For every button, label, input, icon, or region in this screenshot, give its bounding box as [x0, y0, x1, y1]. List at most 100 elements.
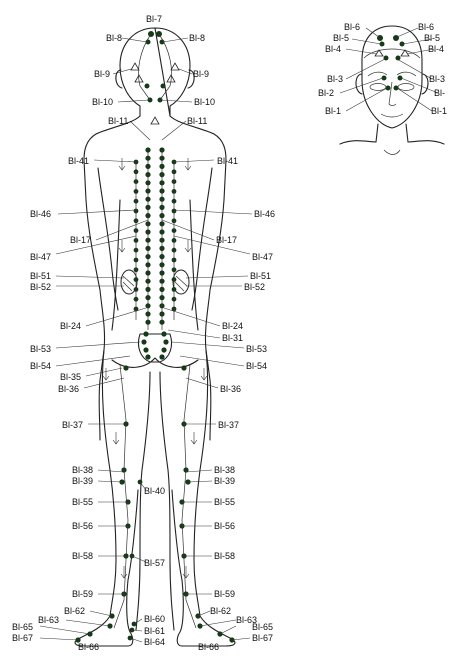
label-bl52-right: Bl-52	[244, 282, 265, 292]
sacral-point	[143, 347, 148, 352]
label-bl51-right: Bl-51	[250, 271, 271, 281]
sacral-point	[163, 339, 168, 344]
neck-marker	[151, 117, 159, 124]
face-label-bl3-left: Bl-3	[327, 74, 343, 84]
bl9-left-point	[145, 84, 150, 89]
label-bl53-right: Bl-53	[246, 344, 267, 354]
left-ear	[356, 74, 362, 94]
face-label-bl6-right: Bl-6	[418, 22, 434, 32]
face-label-bl3-right: Bl-3	[429, 74, 445, 84]
label-bl11-left: Bl-11	[108, 116, 128, 126]
left-eye	[370, 84, 386, 91]
label-bl24-right: Bl-24	[222, 321, 243, 331]
label-bl67-right: Bl-67	[252, 633, 273, 643]
bl3-left-point	[384, 56, 389, 61]
left-leg-point	[123, 365, 128, 370]
label-bl46-left: Bl-46	[30, 209, 51, 219]
face-figure: Bl-6 Bl-6 Bl-5 Bl-5 Bl-4 Bl-4 Bl-3 Bl-3 …	[318, 22, 447, 155]
bl1-left-point	[386, 86, 391, 91]
right-arm-inner	[192, 168, 212, 310]
label-bl8-left: Bl-8	[106, 33, 122, 43]
left-arm-inner	[98, 168, 118, 310]
label-bl62-left: Bl-62	[64, 606, 85, 616]
label-bl59-right: Bl-59	[214, 589, 235, 599]
face-label-bl4-right: Bl-4	[428, 44, 444, 54]
label-bl57: Bl-57	[144, 558, 165, 568]
sacral-point	[159, 354, 164, 359]
label-bl46-right: Bl-46	[254, 209, 275, 219]
label-bl10-left: Bl-10	[92, 97, 113, 107]
face-label-bl1-left: Bl-1	[325, 106, 341, 116]
label-bl37-left: Bl-37	[62, 420, 83, 430]
label-bl63-left: Bl-63	[38, 615, 59, 625]
label-bl35-left: Bl-35	[60, 372, 81, 382]
waist-left	[112, 200, 120, 330]
label-bl56-left: Bl-56	[72, 521, 93, 531]
label-bl11-right: Bl-11	[187, 116, 207, 126]
label-bl41-right: Bl-41	[217, 156, 238, 166]
label-bl39-right: Bl-39	[214, 476, 235, 486]
label-bl17-right: Bl-17	[216, 235, 237, 245]
label-bl47-right: Bl-47	[252, 252, 273, 262]
label-bl9-left: Bl-9	[94, 69, 110, 79]
mouth	[381, 114, 403, 117]
face-label-bl2-right: Bl-	[434, 88, 445, 98]
label-bl60: Bl-60	[144, 614, 165, 624]
label-bl53-left: Bl-53	[30, 344, 51, 354]
label-bl66-left: Bl-66	[78, 642, 99, 651]
face-label-bl5-left: Bl-5	[333, 33, 349, 43]
bl9-right-point	[161, 84, 166, 89]
right-eyebrow	[397, 72, 416, 76]
face-label-bl4-left: Bl-4	[325, 44, 341, 54]
label-bl56-right: Bl-56	[214, 521, 235, 531]
right-eye	[398, 84, 414, 91]
label-bl65-left: Bl-65	[12, 622, 33, 632]
label-bl9-right: Bl-9	[193, 69, 209, 79]
label-bl51-left: Bl-51	[30, 271, 51, 281]
label-bl10-right: Bl-10	[194, 97, 215, 107]
sacral-point	[145, 354, 150, 359]
body-labels: Bl-7 Bl-8 Bl-8 Bl-9 Bl-9 Bl-10 Bl-10 Bl-…	[12, 14, 275, 651]
collar	[384, 150, 400, 155]
spine-points	[134, 147, 177, 359]
label-bl38-right: Bl-38	[214, 465, 235, 475]
head-marker-2	[171, 63, 179, 70]
right-ear	[422, 74, 428, 94]
neck	[376, 124, 408, 142]
label-bl52-left: Bl-52	[30, 282, 51, 292]
leg-meridian-lines	[114, 365, 196, 628]
label-bl39-left: Bl-39	[72, 476, 93, 486]
sacral-point	[161, 347, 166, 352]
left-eyebrow	[368, 72, 387, 76]
label-bl66-right: Bl-66	[198, 642, 219, 651]
right-leg-inner	[160, 372, 174, 630]
sacral-point	[143, 331, 148, 336]
back-meridian-lines	[136, 150, 174, 330]
label-bl58-right: Bl-58	[214, 551, 235, 561]
face-label-bl5-right: Bl-5	[424, 33, 440, 43]
bl1-right-point	[394, 86, 399, 91]
label-bl58-left: Bl-58	[72, 551, 93, 561]
label-bl61: Bl-61	[144, 626, 165, 636]
label-bl7: Bl-7	[146, 14, 162, 24]
label-bl59-left: Bl-59	[72, 589, 93, 599]
label-bl38-left: Bl-38	[72, 465, 93, 475]
waist-right	[190, 200, 198, 330]
label-bl36-right: Bl-36	[220, 384, 241, 394]
face-label-bl6-left: Bl-6	[344, 22, 360, 32]
label-bl17-left: Bl-17	[70, 235, 91, 245]
label-bl40: Bl-40	[144, 486, 165, 496]
label-bl55-right: Bl-55	[214, 497, 235, 507]
label-bl62-right: Bl-62	[210, 606, 231, 616]
label-bl47-left: Bl-47	[30, 252, 51, 262]
face-label-bl1-right: Bl-1	[431, 106, 447, 116]
face-label-bl2-left: Bl-2	[318, 88, 334, 98]
sacral-point	[161, 331, 166, 336]
sacral-point	[141, 339, 146, 344]
right-leg-point	[181, 365, 186, 370]
label-bl8-right: Bl-8	[189, 33, 205, 43]
label-bl36-left: Bl-36	[58, 384, 79, 394]
shoulders	[340, 141, 444, 144]
head-outline	[120, 28, 190, 116]
